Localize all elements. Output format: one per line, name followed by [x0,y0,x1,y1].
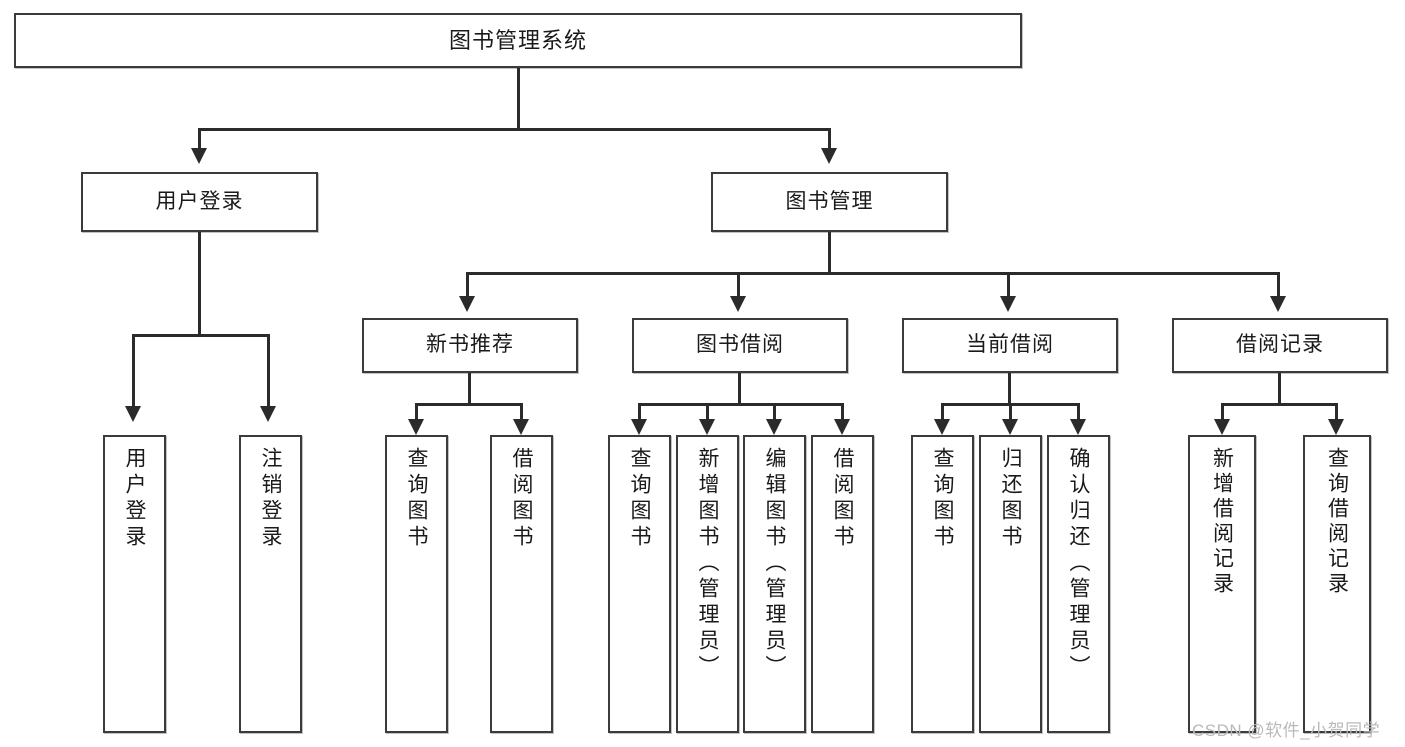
connector-user-login-drop-2 [267,334,270,408]
connector-new-book-drop-2 [520,403,523,421]
connector-book-borrow-bus [638,403,844,406]
node-label: 图书管理系统 [448,27,587,53]
connector-level2-drop-left [198,128,201,150]
leaf-logout[interactable]: 注销登录 [239,435,302,733]
leaf-query-book-borrow[interactable]: 查询图书 [608,435,671,733]
connector-book-management-stem [828,232,831,274]
leaf-confirm-return-admin[interactable]: 确认归还（管理员） [1047,435,1110,733]
node-label: 查询图书 [931,447,954,551]
csdn-watermark: CSDN @软件_小贺同学 [1192,721,1381,740]
leaf-borrow-book-recommend[interactable]: 借阅图书 [490,435,553,733]
node-label: 当前借阅 [966,333,1054,357]
node-root-book-management-system[interactable]: 图书管理系统 [14,13,1022,68]
leaf-borrow-book[interactable]: 借阅图书 [811,435,874,733]
connector-level3-bus [466,272,1280,275]
node-current-borrow[interactable]: 当前借阅 [902,318,1118,373]
arrowhead-current-borrow-leaf-1 [934,419,950,435]
leaf-edit-book-admin[interactable]: 编辑图书（管理员） [743,435,806,733]
leaf-add-borrow-record[interactable]: 新增借阅记录 [1188,435,1256,733]
arrowhead-to-current-borrow [1000,296,1016,312]
connector-borrow-record-bus [1221,403,1338,406]
arrowhead-new-book-leaf-2 [513,419,529,435]
connector-borrow-record-stem [1278,373,1281,405]
connector-user-login-bus [132,334,270,337]
arrowhead-borrow-record-leaf-2 [1328,419,1344,435]
connector-level3-drop-3 [1007,272,1010,298]
node-label: 图书借阅 [696,333,784,357]
leaf-query-book-recommend[interactable]: 查询图书 [385,435,448,733]
node-book-management[interactable]: 图书管理 [711,172,948,232]
connector-book-borrow-drop-3 [773,403,776,421]
leaf-query-borrow-record[interactable]: 查询借阅记录 [1303,435,1371,733]
connector-level3-drop-4 [1277,272,1280,298]
node-book-borrow[interactable]: 图书借阅 [632,318,848,373]
connector-level3-drop-2 [737,272,740,298]
leaf-user-login[interactable]: 用户登录 [103,435,166,733]
connector-borrow-record-drop-1 [1221,403,1224,421]
arrowhead-to-logout-leaf [260,406,276,422]
connector-user-login-drop-1 [132,334,135,408]
connector-new-book-drop-1 [415,403,418,421]
arrowhead-to-user-login [191,148,207,164]
connector-level2-bus [198,128,831,131]
arrowhead-current-borrow-leaf-3 [1070,419,1086,435]
arrowhead-to-borrow-record [1270,296,1286,312]
node-label: 图书管理 [785,189,874,213]
arrowhead-book-borrow-leaf-1 [631,419,647,435]
connector-current-borrow-drop-2 [1009,403,1012,421]
node-borrow-record[interactable]: 借阅记录 [1172,318,1388,373]
connector-book-borrow-drop-1 [638,403,641,421]
node-label: 查询图书 [628,447,651,551]
arrowhead-new-book-leaf-1 [408,419,424,435]
connector-current-borrow-drop-3 [1077,403,1080,421]
node-label: 借阅图书 [831,447,854,551]
node-label: 新增图书（管理员） [696,447,719,681]
arrowhead-book-borrow-leaf-2 [699,419,715,435]
connector-borrow-record-drop-2 [1335,403,1338,421]
connector-level2-drop-right [828,128,831,150]
connector-root-stem [517,68,520,130]
node-label: 注销登录 [259,447,282,551]
node-label: 借阅图书 [510,447,533,551]
node-label: 新增借阅记录 [1210,447,1234,597]
node-label: 查询图书 [405,447,428,551]
arrowhead-current-borrow-leaf-2 [1002,419,1018,435]
node-label: 确认归还（管理员） [1067,447,1090,681]
connector-current-borrow-drop-1 [941,403,944,421]
arrowhead-to-book-borrow [730,296,746,312]
node-label: 归还图书 [999,447,1022,551]
arrowhead-book-borrow-leaf-4 [834,419,850,435]
connector-level3-drop-1 [466,272,469,298]
node-label: 借阅记录 [1236,333,1324,357]
connector-book-borrow-drop-4 [841,403,844,421]
arrowhead-to-user-login-leaf [125,406,141,422]
leaf-return-book[interactable]: 归还图书 [979,435,1042,733]
connector-book-borrow-drop-2 [706,403,709,421]
arrowhead-borrow-record-leaf-1 [1214,419,1230,435]
arrowhead-book-borrow-leaf-3 [766,419,782,435]
leaf-query-book-current[interactable]: 查询图书 [911,435,974,733]
node-user-login[interactable]: 用户登录 [81,172,318,232]
node-label: 用户登录 [123,447,146,551]
node-label: 查询借阅记录 [1325,447,1349,597]
node-label: 用户登录 [155,189,244,213]
connector-new-book-bus [415,403,523,406]
arrowhead-to-book-management [821,148,837,164]
node-label: 编辑图书（管理员） [763,447,786,681]
connector-current-borrow-stem [1008,373,1011,405]
connector-new-book-stem [468,373,471,405]
connector-book-borrow-stem [738,373,741,405]
node-new-book-recommend[interactable]: 新书推荐 [362,318,578,373]
leaf-add-book-admin[interactable]: 新增图书（管理员） [676,435,739,733]
node-label: 新书推荐 [426,333,514,357]
arrowhead-to-new-book-recommend [459,296,475,312]
connector-user-login-stem [198,232,201,336]
